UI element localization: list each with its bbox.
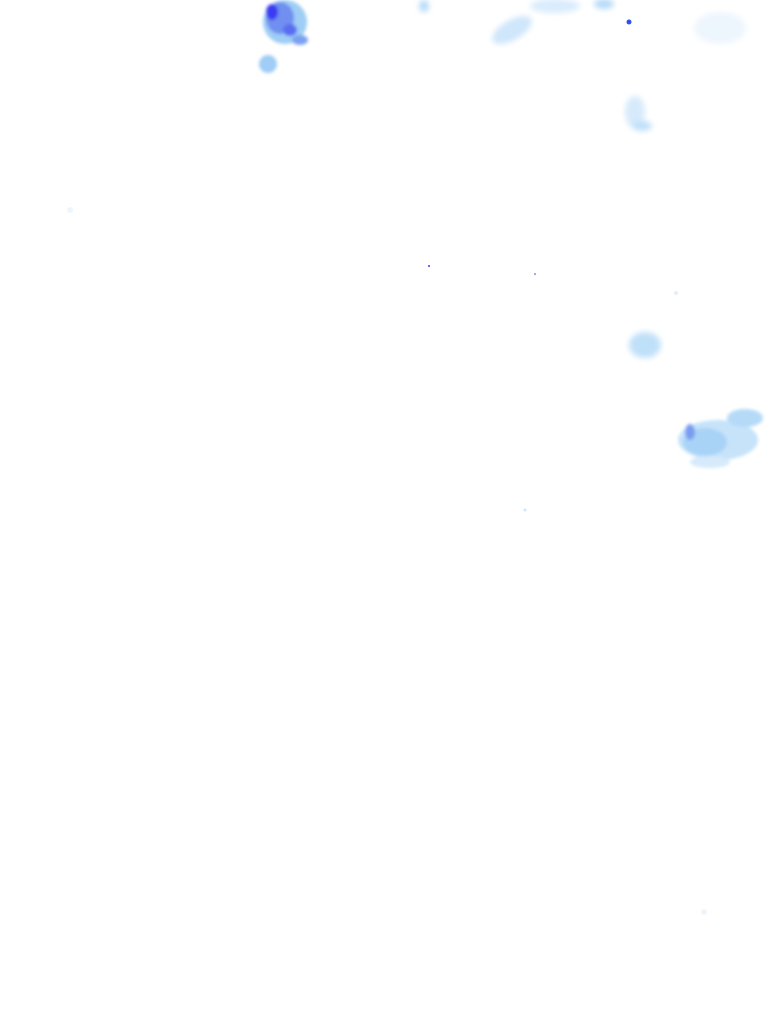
precip-speckles — [67, 207, 707, 915]
precip-cell-mid-right — [629, 332, 661, 358]
precip-dot — [626, 19, 632, 25]
precip-cell-right — [678, 409, 763, 468]
precip-cell-top-center — [419, 0, 614, 45]
precip-cell-top-right — [625, 12, 746, 131]
precip-cell-top-left — [259, 0, 308, 73]
